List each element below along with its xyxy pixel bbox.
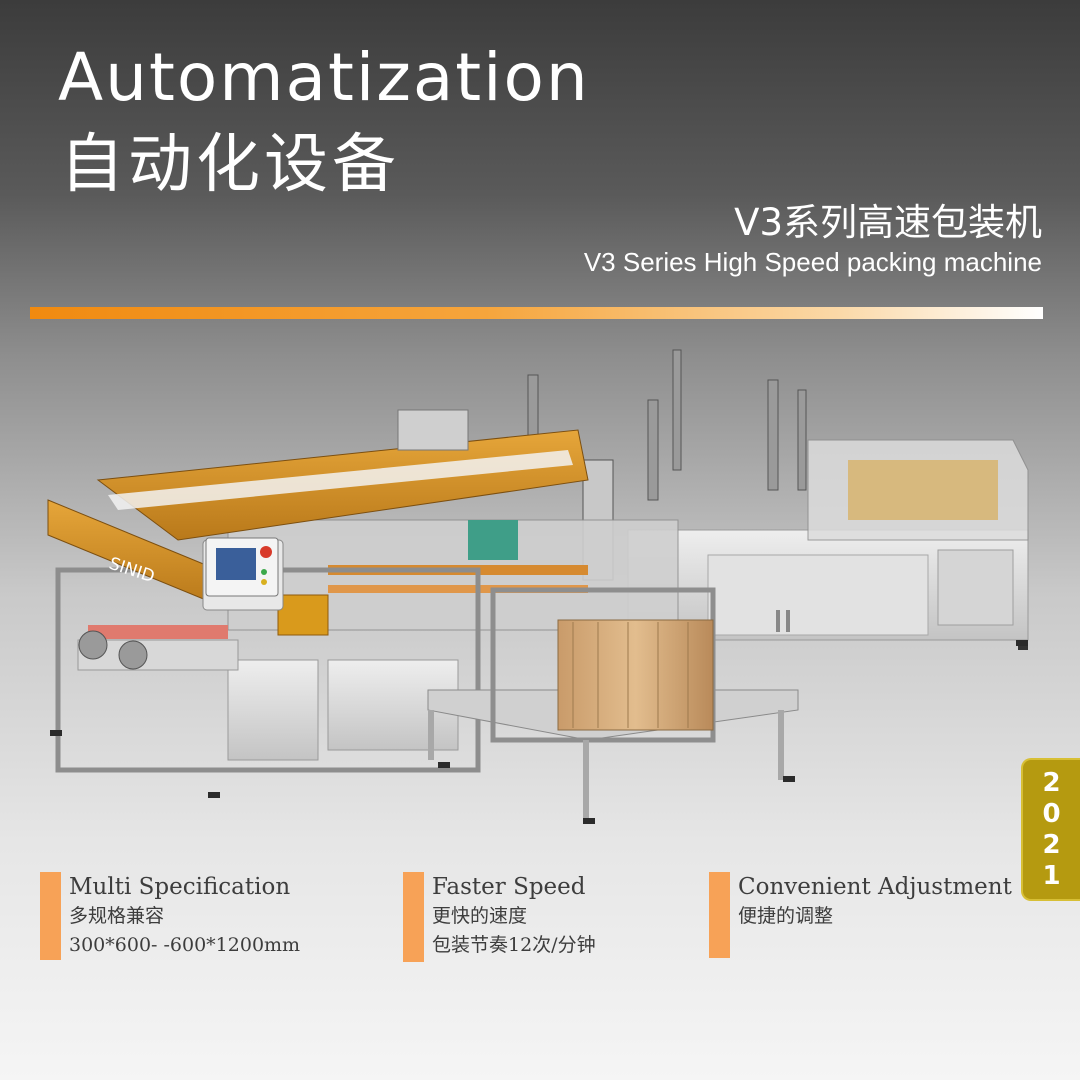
- control-panel: [205, 537, 279, 597]
- feature-convenient-adjustment: Convenient Adjustment 便捷的调整: [709, 872, 1012, 958]
- right-machine-body: [627, 439, 1029, 650]
- year-digit: 0: [1042, 798, 1061, 829]
- orange-divider-bar: [30, 307, 1043, 319]
- feature-multi-specification: Multi Specification 多规格兼容 300*600- -600*…: [40, 872, 300, 960]
- title-english: Automatization: [58, 39, 590, 116]
- packing-machine-illustration: SINID: [47, 349, 1029, 824]
- feature-line: 多规格兼容: [69, 905, 165, 927]
- year-digit: 2: [1042, 767, 1061, 798]
- feature-faster-speed: Faster Speed 更快的速度 包装节奏12次/分钟: [403, 872, 596, 962]
- feature-accent-bar: [40, 872, 61, 960]
- feature-accent-bar: [403, 872, 424, 962]
- subtitle-chinese: V3系列高速包装机: [734, 201, 1042, 244]
- cardboard-feeder: [427, 587, 799, 820]
- feature-line: 便捷的调整: [738, 905, 834, 927]
- title-chinese: 自动化设备: [60, 128, 400, 202]
- feature-line: 300*600- -600*1200mm: [69, 934, 301, 956]
- machine-feet: [50, 640, 1028, 824]
- feature-line: 包装节奏12次/分钟: [432, 934, 596, 956]
- feature-title: Convenient Adjustment: [738, 874, 1012, 900]
- feature-line: 更快的速度: [432, 905, 528, 927]
- year-badge: 2 0 2 1: [1021, 758, 1080, 901]
- year-digit: 1: [1042, 860, 1061, 891]
- feature-title: Faster Speed: [432, 874, 586, 900]
- year-digit: 2: [1042, 829, 1061, 860]
- feature-title: Multi Specification: [69, 874, 291, 900]
- subtitle-english: V3 Series High Speed packing machine: [583, 247, 1042, 277]
- feature-accent-bar: [709, 872, 730, 958]
